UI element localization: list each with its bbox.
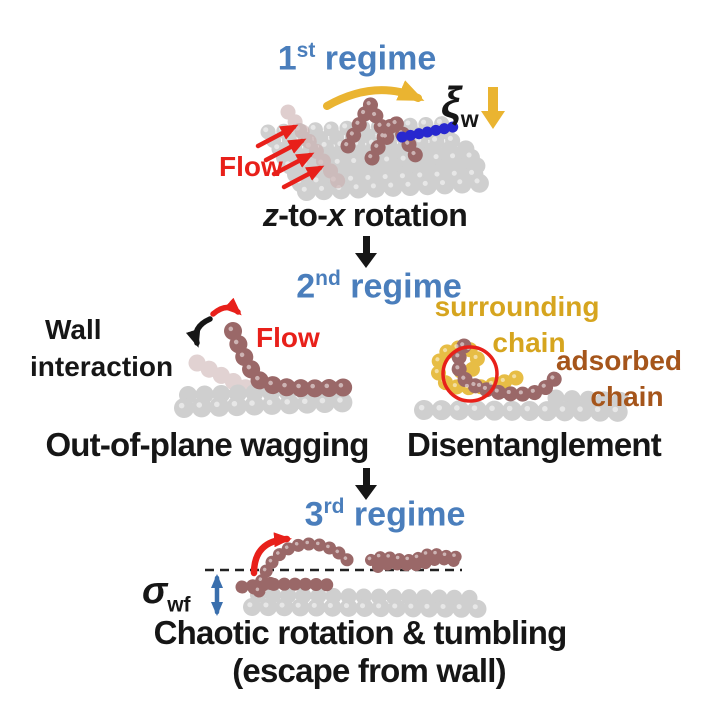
polymer-chain-blue: [396, 120, 464, 143]
sphere-highlights: [255, 540, 459, 592]
tumble-arrow-icon: [250, 532, 292, 577]
sphere-highlights: [418, 404, 635, 413]
wall-row: [547, 389, 645, 410]
detached-chain: [372, 553, 463, 573]
regime2-disentanglement-graphic: [414, 338, 645, 422]
flow-arrow-icon: [263, 138, 307, 163]
regime2-wagging-graphic: [174, 297, 364, 418]
sphere-highlights: [344, 97, 417, 159]
polymer-chain-ghost: [280, 104, 348, 192]
entanglement-circle-icon: [441, 345, 499, 403]
regime2-title: 2nd regime: [296, 267, 462, 306]
sphere-highlights: [228, 326, 353, 389]
wag-arrow-red-icon: [210, 297, 242, 317]
wall-lattice-row: [297, 173, 504, 201]
sphere-highlights: [178, 396, 355, 409]
regime2-caption-left: Out-of-plane wagging: [45, 426, 369, 463]
flow-step-arrow-icon: [355, 236, 377, 268]
regime3-caption-line1: Chaotic rotation & tumbling: [153, 614, 568, 651]
flow-label-2: Flow: [256, 322, 320, 353]
sigma-wf-label: σwf: [142, 570, 191, 617]
surrounding-chain-label-2: chain: [492, 327, 566, 358]
tumbling-chain-loop: [247, 574, 278, 597]
regime1-graphic: [255, 80, 505, 201]
flow-label: Flow: [219, 151, 283, 182]
adsorbed-chain-label: adsorbed: [555, 345, 683, 376]
xi-w-label: ξw: [441, 78, 479, 132]
regime1-caption: z-to-x rotation: [262, 197, 468, 233]
detached-chain: [365, 548, 464, 566]
regime3-title: 3rd regime: [304, 495, 466, 534]
flow-arrow-icon: [271, 152, 315, 177]
wall-row: [243, 598, 495, 618]
regime3-graphic: [205, 532, 495, 618]
flow-arrow-icon: [255, 124, 299, 149]
regime3-caption-line2: (escape from wall): [232, 652, 506, 689]
wagging-chain: [224, 322, 361, 398]
sphere-highlights: [247, 602, 487, 610]
surrounding-chain-label: surrounding: [434, 291, 600, 322]
wall-row: [250, 587, 484, 606]
rotation-arrow-icon: [323, 80, 425, 110]
wag-arrow-black-icon: [185, 316, 213, 348]
adsorbed-chain-label-2: chain: [590, 381, 664, 412]
regime1-title: 1st regime: [277, 39, 437, 78]
flow-arrow-icon: [281, 165, 325, 190]
shear-arrow-icon: [481, 87, 505, 129]
regime2-caption-right: Disentanglement: [407, 426, 662, 463]
